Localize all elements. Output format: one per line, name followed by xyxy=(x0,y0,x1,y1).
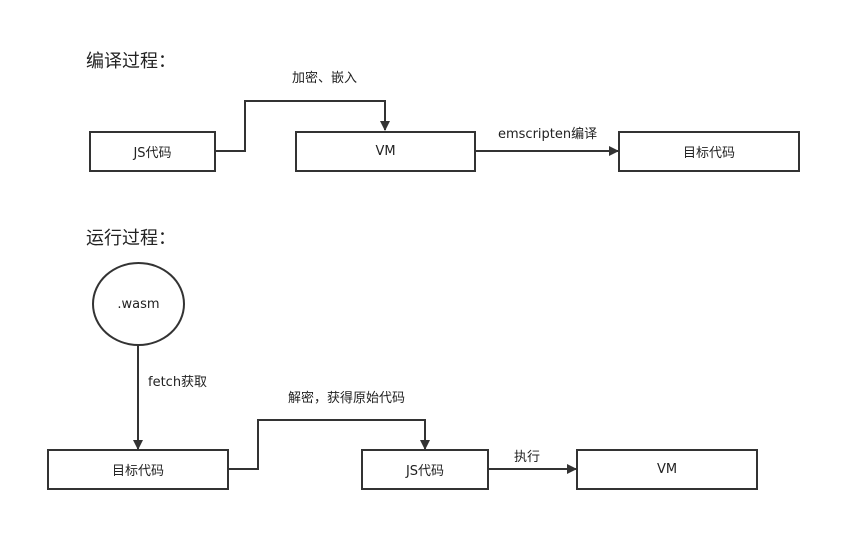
runtime-process-title: 运行过程： xyxy=(86,228,176,249)
runtime-js-code-node: JS代码 xyxy=(361,449,489,490)
edge-decrypt-label: 解密，获得原始代码 xyxy=(288,391,406,406)
edge-emscripten-label: emscripten编译 xyxy=(498,127,598,142)
compile-js-code-node: JS代码 xyxy=(89,131,216,172)
edge-fetch-label: fetch获取 xyxy=(148,375,208,390)
compile-process-title: 编译过程： xyxy=(86,51,176,72)
edge-decrypt-line xyxy=(229,419,430,470)
compile-target-code-node: 目标代码 xyxy=(618,131,800,172)
edge-encrypt-embed-label: 加密、嵌入 xyxy=(292,71,358,86)
edge-encrypt-embed-line xyxy=(216,100,390,152)
runtime-wasm-node: .wasm xyxy=(92,262,185,346)
compile-vm-node: VM xyxy=(295,131,476,172)
runtime-target-code-node: 目标代码 xyxy=(47,449,229,490)
runtime-vm-node: VM xyxy=(576,449,758,490)
edge-execute-label: 执行 xyxy=(514,450,541,465)
